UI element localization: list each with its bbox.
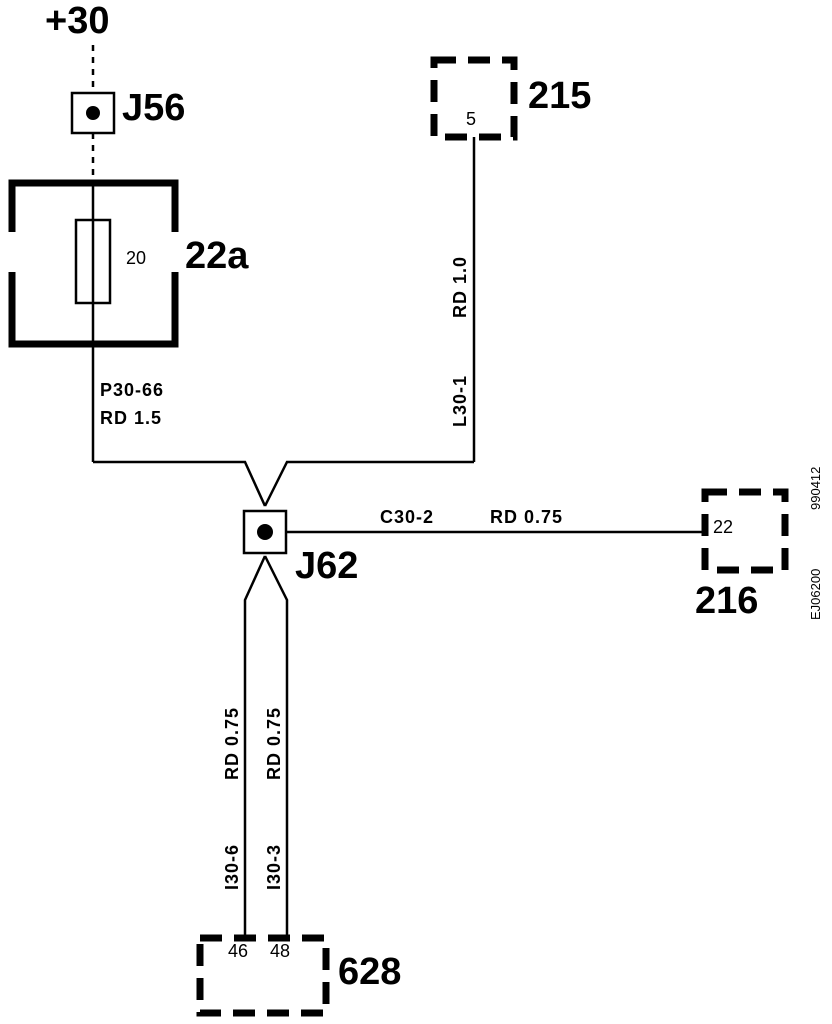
wire-p30-66-to-j62: [93, 460, 267, 507]
connector-628: [196, 934, 330, 1017]
wire-i30-3: [263, 555, 289, 935]
wire-l30-1-id: L30-1: [450, 375, 470, 427]
connector-216-pin: 22: [713, 517, 733, 537]
supply-label: +30: [45, 0, 109, 42]
connector-628-pin-46: 46: [228, 941, 248, 961]
wire-i30-3-id: I30-3: [264, 844, 284, 890]
wire-i30-6: [243, 555, 267, 935]
wire-p30-66-spec: RD 1.5: [100, 408, 162, 428]
fuse-number: 20: [126, 248, 146, 268]
connector-216: [701, 488, 789, 574]
wire-l30-1-to-j62: [263, 460, 474, 507]
connector-628-pin-48: 48: [270, 941, 290, 961]
drawing-number: EJ06200: [808, 569, 823, 620]
wire-c30-2-id: C30-2: [380, 507, 434, 527]
splice-j56: [70, 91, 116, 135]
connector-215-pin: 5: [466, 109, 476, 129]
fuse-box-label: 22a: [185, 235, 249, 277]
splice-j62-label: J62: [295, 545, 358, 587]
wire-l30-1-spec: RD 1.0: [450, 256, 470, 318]
connector-216-label: 216: [695, 580, 758, 622]
wire-p30-66-id: P30-66: [100, 380, 164, 400]
connector-215-label: 215: [528, 75, 591, 117]
wire-i30-6-spec: RD 0.75: [222, 707, 242, 780]
drawing-date: 990412: [808, 467, 823, 510]
wire-i30-3-spec: RD 0.75: [264, 707, 284, 780]
wire-c30-2-spec: RD 0.75: [490, 507, 563, 527]
wire-i30-6-id: I30-6: [222, 844, 242, 890]
splice-j56-label: J56: [122, 87, 185, 129]
connector-628-label: 628: [338, 951, 401, 993]
connector-215: [430, 56, 518, 141]
splice-j62: [242, 509, 288, 555]
